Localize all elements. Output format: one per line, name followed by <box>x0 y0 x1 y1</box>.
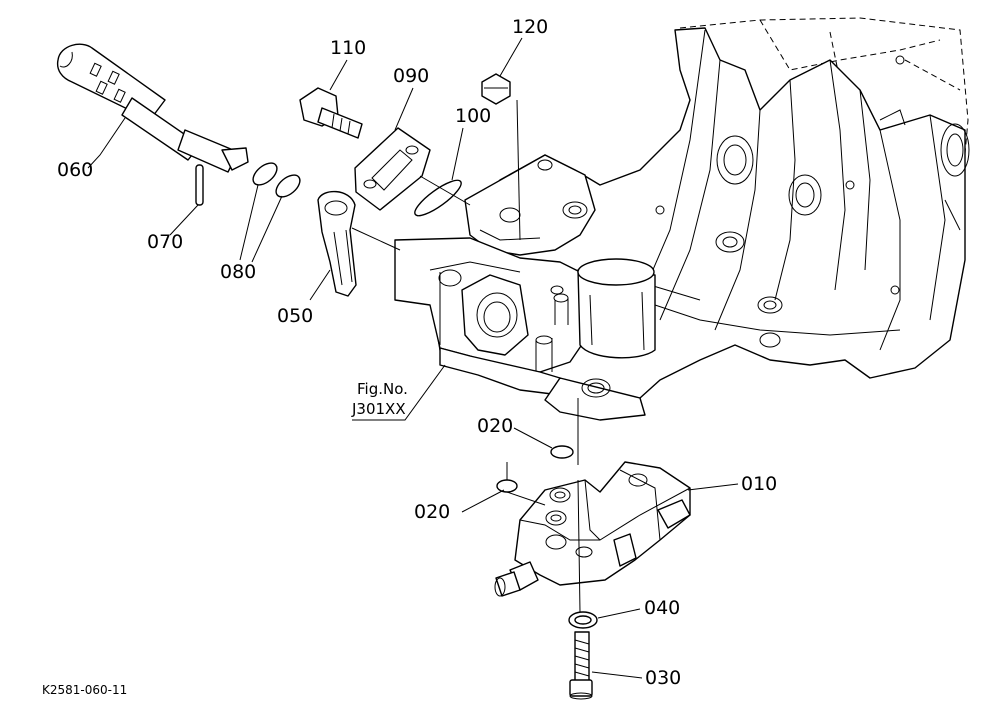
drawing-code: K2581-060-11 <box>42 683 127 697</box>
valve-block-assembly <box>394 154 656 421</box>
label-030: 030 <box>645 667 681 689</box>
part-050-fork-lever <box>317 190 357 297</box>
leader-020-b <box>461 489 505 513</box>
assembly-line-050 <box>351 227 401 251</box>
leader-030 <box>591 671 643 679</box>
leader-050 <box>309 269 331 301</box>
leader-060 <box>87 117 126 169</box>
label-120: 120 <box>512 16 548 38</box>
figure-reference: Fig.No. J301XX <box>351 364 446 421</box>
part-080-o-rings <box>252 162 301 198</box>
assembly-axis <box>577 398 581 613</box>
label-050: 050 <box>277 305 313 327</box>
label-060: 060 <box>57 159 93 181</box>
part-060-shaft <box>56 43 249 173</box>
part-070-pin <box>195 164 204 206</box>
assembly-line-020 <box>506 462 546 506</box>
part-010-valve <box>494 461 691 597</box>
label-090: 090 <box>393 65 429 87</box>
assembly-line-120 <box>516 99 521 241</box>
part-110-bolt <box>299 87 363 139</box>
part-040-washer <box>568 611 598 629</box>
leader-080 <box>239 184 283 263</box>
figure-ref-line1: Fig.No. <box>357 380 408 398</box>
label-080: 080 <box>220 261 256 283</box>
leader-120 <box>499 37 523 77</box>
label-110: 110 <box>330 37 366 59</box>
leader-010 <box>687 483 739 491</box>
figure-ref-line2: J301XX <box>351 400 406 418</box>
part-030-bolt <box>569 631 593 700</box>
assembly-line-090 <box>419 175 471 206</box>
part-120-plug <box>481 73 511 105</box>
label-020-b: 020 <box>414 501 450 523</box>
label-040: 040 <box>644 597 680 619</box>
label-020-a: 020 <box>477 415 513 437</box>
leader-040 <box>597 608 641 619</box>
part-090-plate <box>354 127 431 211</box>
part-020-o-rings <box>496 445 574 493</box>
label-010: 010 <box>741 473 777 495</box>
part-labels: 110 120 090 100 060 070 080 050 020 020 … <box>57 16 777 689</box>
leader-090 <box>394 87 414 131</box>
leader-110 <box>329 59 348 91</box>
label-070: 070 <box>147 231 183 253</box>
leader-100 <box>451 127 464 181</box>
leader-070 <box>169 204 199 236</box>
leader-020-a <box>513 427 553 449</box>
label-100: 100 <box>455 105 491 127</box>
part-100-o-ring <box>414 179 462 217</box>
